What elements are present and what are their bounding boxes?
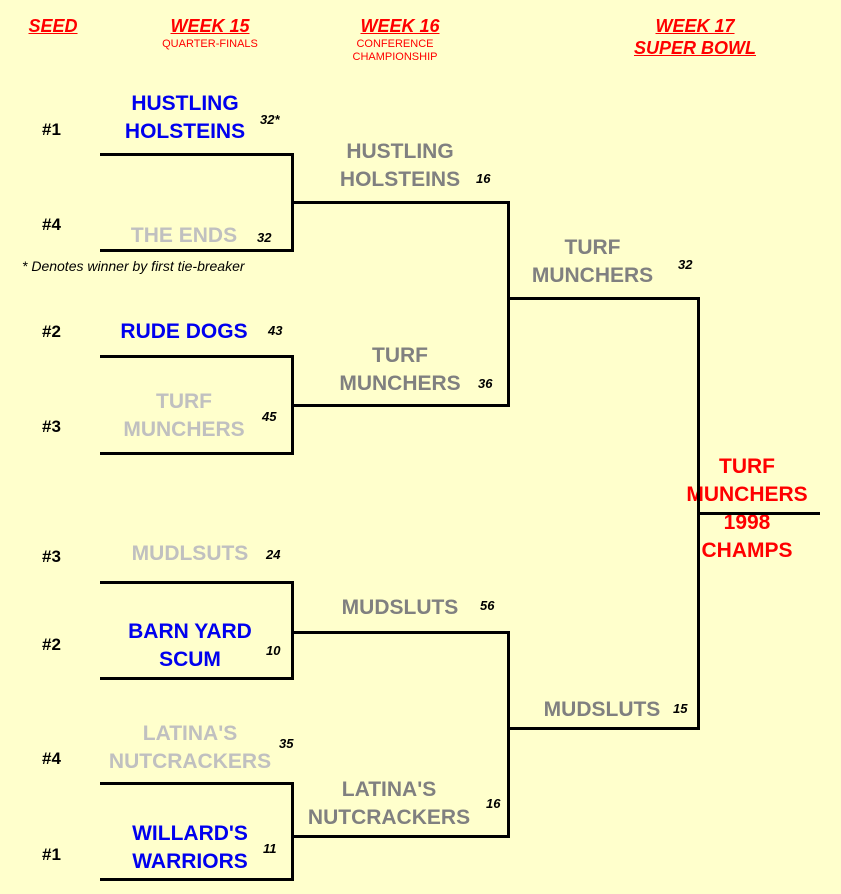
- seed-header: SEED: [28, 16, 78, 36]
- conf-turf-munchers: TURF MUNCHERS: [310, 342, 490, 398]
- score: 32: [257, 230, 272, 245]
- bracket-line: [507, 631, 510, 838]
- score: 24: [266, 547, 281, 562]
- score: 16: [476, 171, 491, 186]
- score: 45: [262, 409, 277, 424]
- team-name-line: WARRIORS: [132, 850, 248, 873]
- bracket-line: [100, 452, 294, 455]
- week16-subtitle-2: CHAMPIONSHIP: [352, 51, 438, 63]
- seed-label: #3: [42, 417, 61, 436]
- bracket-line: [100, 153, 294, 156]
- champion-line: CHAMPS: [701, 539, 793, 562]
- week15-header: WEEK 15: [170, 16, 250, 36]
- team-name-line: TURF: [564, 236, 621, 259]
- seed-label: #1: [42, 120, 61, 139]
- bracket-line: [507, 201, 510, 407]
- seed-label: #4: [42, 215, 61, 234]
- sb-turf-munchers: TURF MUNCHERS: [510, 234, 675, 290]
- seed-label: #1: [42, 845, 61, 864]
- week15-subtitle: QUARTER-FINALS: [162, 38, 258, 50]
- seed-label: #4: [42, 749, 61, 768]
- team-mudlsuts: MUDLSUTS: [131, 542, 249, 565]
- team-name-line: SCUM: [159, 648, 221, 671]
- champion-line-bar: [697, 512, 820, 515]
- team-name-line: LATINA'S: [142, 722, 238, 745]
- conf-mudsluts: MUDSLUTS: [341, 596, 459, 619]
- score: 56: [480, 598, 495, 613]
- champion-line: 1998: [723, 511, 771, 534]
- bracket-line: [100, 677, 294, 680]
- bracket-line: [291, 835, 510, 838]
- team-name-line: MUNCHERS: [531, 264, 654, 287]
- week16-subtitle-1: CONFERENCE: [356, 38, 434, 50]
- bracket-line: [100, 782, 294, 785]
- score: 16: [486, 796, 501, 811]
- score: 32: [678, 257, 693, 272]
- seed-label: #2: [42, 635, 61, 654]
- team-name-line: MUNCHERS: [123, 418, 245, 441]
- score: 36: [478, 376, 493, 391]
- team-turf-munchers: TURF MUNCHERS: [100, 388, 268, 444]
- conf-hustling-holsteins: HUSTLING HOLSTEINS: [310, 138, 490, 194]
- champion-line: MUNCHERS: [686, 483, 808, 506]
- team-name-line: NUTCRACKERS: [108, 750, 272, 773]
- champion-line: TURF: [719, 455, 775, 478]
- team-name-line: HUSTLING: [346, 140, 454, 163]
- tiebreaker-footnote: * Denotes winner by first tie-breaker: [22, 258, 245, 274]
- team-name-line: WILLARD'S: [132, 822, 248, 845]
- sb-mudsluts: MUDSLUTS: [543, 698, 661, 721]
- bracket-line: [291, 631, 510, 634]
- bracket-line: [291, 782, 294, 881]
- seed-label: #2: [42, 322, 61, 341]
- week16-header: WEEK 16: [360, 16, 440, 36]
- team-name-line: MUNCHERS: [339, 372, 461, 395]
- score: 15: [673, 701, 688, 716]
- score: 32*: [260, 112, 280, 127]
- bracket-line: [100, 878, 294, 881]
- team-name-line: BARN YARD: [128, 620, 252, 643]
- team-name-line: NUTCRACKERS: [307, 806, 471, 829]
- team-name-line: HOLSTEINS: [339, 168, 461, 191]
- bracket-line: [507, 727, 700, 730]
- score: 35: [279, 736, 294, 751]
- team-the-ends: THE ENDS: [130, 224, 238, 247]
- superbowl-header: SUPER BOWL: [633, 38, 756, 58]
- conf-latinas-nutcrackers: LATINA'S NUTCRACKERS: [294, 776, 484, 832]
- champion-label: TURF MUNCHERS 1998 CHAMPS: [672, 453, 822, 565]
- team-rude-dogs: RUDE DOGS: [120, 320, 248, 343]
- bracket-line: [291, 581, 294, 680]
- bracket-line: [100, 355, 294, 358]
- team-latinas-nutcrackers: LATINA'S NUTCRACKERS: [99, 720, 281, 776]
- team-name-line: HOLSTEINS: [124, 120, 246, 143]
- team-name-line: HUSTLING: [131, 92, 239, 115]
- score: 11: [263, 841, 277, 856]
- team-name-line: TURF: [156, 390, 212, 413]
- bracket-line: [291, 404, 510, 407]
- bracket-line: [291, 201, 510, 204]
- bracket-line: [100, 581, 294, 584]
- bracket-line: [100, 249, 294, 252]
- team-name-line: TURF: [372, 344, 428, 367]
- bracket-line: [507, 297, 700, 300]
- week17-header: WEEK 17: [655, 16, 735, 36]
- team-willards-warriors: WILLARD'S WARRIORS: [100, 820, 280, 876]
- score: 43: [268, 323, 283, 338]
- team-name-line: LATINA'S: [341, 778, 437, 801]
- team-barn-yard-scum: BARN YARD SCUM: [100, 618, 280, 674]
- score: 10: [266, 643, 281, 658]
- seed-label: #3: [42, 547, 61, 566]
- team-hustling-holsteins: HUSTLING HOLSTEINS: [100, 90, 270, 146]
